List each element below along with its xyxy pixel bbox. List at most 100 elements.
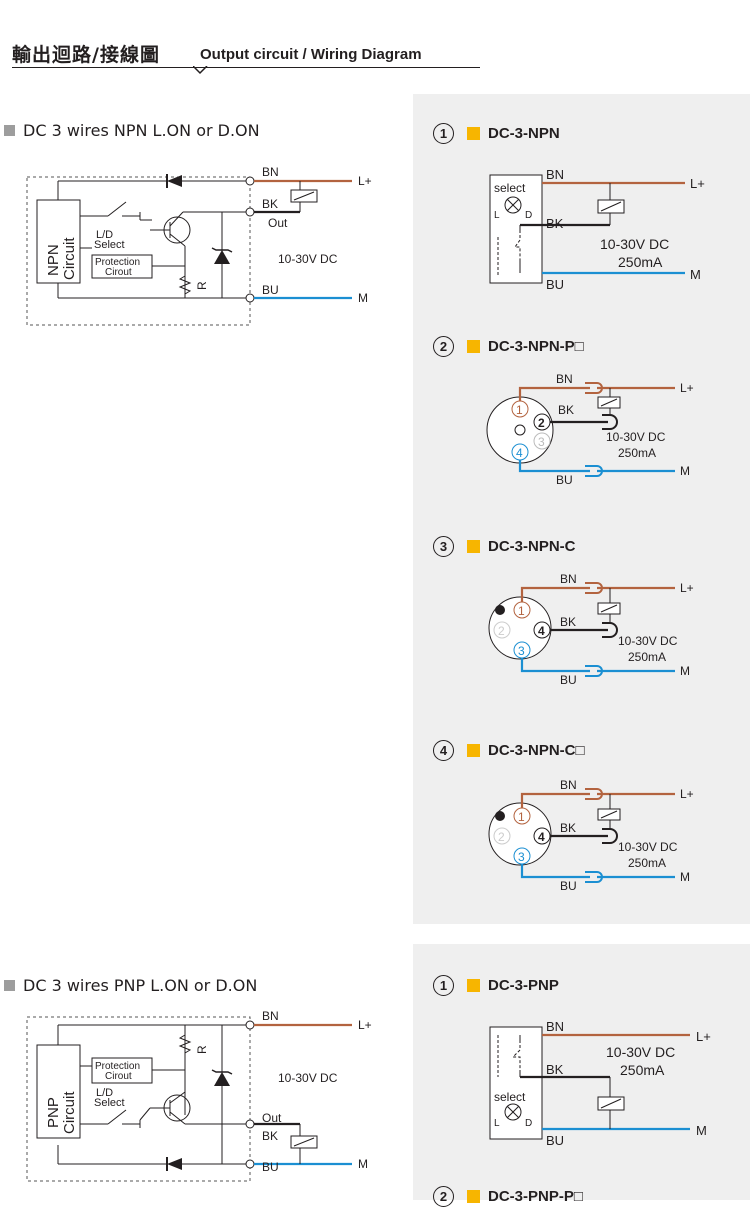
npn-select-label: Select [94,239,125,251]
wire-bk-label: BK [546,216,564,231]
wire-volt-label: 10-30V DC [606,430,666,444]
pin-4-label: 4 [516,446,523,460]
variant-name: DC-3-PNP-P□ [488,1188,583,1205]
variant-number-badge: 3 [433,536,454,557]
variant-name: DC-3-NPN-C□ [488,742,585,759]
pnp-m-label: M [358,1157,368,1171]
wire-lplus-label: L+ [680,787,694,801]
pin-4-label: 4 [538,830,545,844]
wire-bn-label: BN [546,167,564,182]
wire-select-label: select [494,181,526,195]
npn-wiring-4: BN BK BU L+ M 10-30V DC 250mA 1 2 4 3 [488,778,694,893]
pnp-cirout-label: Cirout [105,1071,132,1082]
variant-name: DC-3-PNP [488,977,559,994]
pin-1-label: 1 [518,810,525,824]
wire-bk-label: BK [558,403,574,417]
npn-cirout-label: Cirout [105,267,132,278]
wire-l-label: L [494,210,500,221]
page-header: 輸出迴路/接線圖 Output circuit / Wiring Diagram [12,38,480,75]
pin-2-label: 2 [498,830,505,844]
wire-m-label: M [696,1123,707,1138]
npn-protection-label: Protection [95,257,140,268]
wire-bu-label: BU [546,1133,564,1148]
variant-name: DC-3-NPN [488,125,560,142]
pnp-out-label: Out [262,1111,282,1125]
title-english: Output circuit / Wiring Diagram [200,46,422,63]
pnp-r-label: R [195,1045,209,1054]
npn-variant-1-title: 1 DC-3-NPN [433,123,560,144]
variant-marker [467,1190,480,1203]
pin-3-label: 3 [538,435,545,449]
npn-wiring-panel [413,94,750,924]
npn-section-title: DC 3 wires NPN L.ON or D.ON [4,121,260,140]
wire-m-label: M [680,870,690,884]
npn-m-label: M [358,291,368,305]
variant-number-badge: 2 [433,1186,454,1207]
wire-m-label: M [680,664,690,678]
pnp-circuit-label-2: Circuit [61,1091,78,1134]
wire-lplus-label: L+ [696,1029,711,1044]
wire-bk-label: BK [560,821,576,835]
pnp-ld-label: L/D [96,1087,113,1099]
wire-bn-label: BN [560,572,577,586]
pnp-variant-1-title: 1 DC-3-PNP [433,975,559,996]
wire-volt-label: 10-30V DC [618,634,678,648]
npn-circuit-label: NPN [45,244,62,276]
npn-section-title-text: DC 3 wires NPN L.ON or D.ON [23,121,260,140]
npn-out-label: Out [268,216,288,230]
npn-wiring-2: BN BK BU L+ M 10-30V DC 250mA 1 2 3 4 [486,372,694,487]
section-marker [4,980,15,991]
variant-number-badge: 1 [433,123,454,144]
section-marker [4,125,15,136]
pin-2-label: 2 [498,624,505,638]
wire-m-label: M [690,267,701,282]
wire-current-label: 250mA [618,446,656,460]
npn-schematic: BN BK Out BU 10-30V DC L+ M L/D Select P… [26,165,372,326]
variant-number-badge: 1 [433,975,454,996]
wire-bu-label: BU [556,473,573,487]
wire-bn-label: BN [560,778,577,792]
pnp-protection-label: Protection [95,1061,140,1072]
wire-bk-label: BK [546,1062,564,1077]
variant-marker [467,340,480,353]
pin-1-label: 1 [516,403,523,417]
title-chinese: 輸出迴路/接線圖 [12,44,160,66]
pnp-bn-label: BN [262,1009,279,1023]
variant-marker [467,127,480,140]
wire-bn-label: BN [546,1019,564,1034]
wire-d-label: D [525,210,532,221]
pnp-section-title: DC 3 wires PNP L.ON or D.ON [4,976,257,995]
wire-current-label: 250mA [628,856,666,870]
wire-current-label: 250mA [618,254,663,270]
variant-marker [467,540,480,553]
npn-bu-label: BU [262,283,279,297]
npn-variant-2-title: 2 DC-3-NPN-P□ [433,336,584,357]
npn-circuit-label-2: Circuit [61,237,78,280]
pnp-variant-2-title: 2 DC-3-PNP-P□ [433,1186,583,1207]
npn-supply-label: 10-30V DC [278,252,338,266]
wire-volt-label: 10-30V DC [618,840,678,854]
npn-lplus-label: L+ [358,174,372,188]
pnp-supply-label: 10-30V DC [278,1071,338,1085]
wire-bu-label: BU [546,277,564,292]
wire-current-label: 250mA [628,650,666,664]
pnp-lplus-label: L+ [358,1018,372,1032]
wire-bn-label: BN [556,372,573,386]
pin-3-label: 3 [518,850,525,864]
variant-name: DC-3-NPN-P□ [488,338,584,355]
pin-2-label: 2 [538,416,545,430]
pin-4-label: 4 [538,624,545,638]
wire-volt-label: 10-30V DC [600,236,669,252]
wire-lplus-label: L+ [680,381,694,395]
pnp-schematic: BN Out BK BU 10-30V DC L+ M Protection C… [26,1009,372,1182]
wire-current-label: 250mA [620,1062,665,1078]
header-notch [193,66,208,75]
wire-m-label: M [680,464,690,478]
pin-1-label: 1 [518,604,525,618]
npn-wiring-3: BN BK BU L+ M 10-30V DC 250mA 1 2 4 3 [488,572,694,687]
pnp-circuit-label: PNP [45,1097,62,1128]
variant-number-badge: 2 [433,336,454,357]
wire-bk-label: BK [560,615,576,629]
